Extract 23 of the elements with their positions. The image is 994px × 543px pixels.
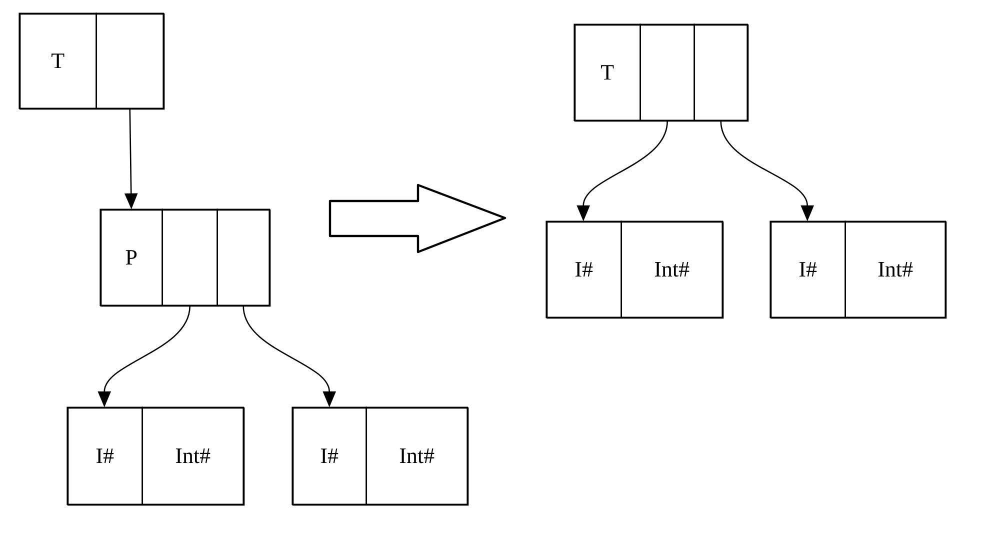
record-cell: P bbox=[100, 208, 164, 306]
record-cell: Int# bbox=[620, 220, 723, 318]
empty-cell bbox=[216, 208, 270, 306]
record-cell: T bbox=[574, 24, 641, 121]
record-box bbox=[67, 407, 245, 506]
record-cell: Int# bbox=[366, 406, 468, 505]
record-box bbox=[100, 209, 271, 307]
empty-cell bbox=[694, 24, 748, 121]
record-box bbox=[546, 221, 724, 319]
record-cell: I# bbox=[66, 406, 144, 505]
empty-cell bbox=[162, 208, 218, 306]
record-box bbox=[292, 407, 469, 506]
record-cell: T bbox=[18, 12, 97, 109]
empty-cell bbox=[96, 12, 164, 109]
record-box bbox=[770, 221, 947, 319]
record-cell: I# bbox=[770, 220, 846, 318]
record-cell: I# bbox=[292, 406, 367, 505]
record-box bbox=[19, 13, 165, 110]
record-cell: I# bbox=[546, 220, 622, 318]
record-cell: Int# bbox=[142, 406, 244, 505]
empty-cell bbox=[640, 24, 695, 121]
record-cell: Int# bbox=[844, 220, 946, 318]
record-box bbox=[574, 24, 749, 122]
